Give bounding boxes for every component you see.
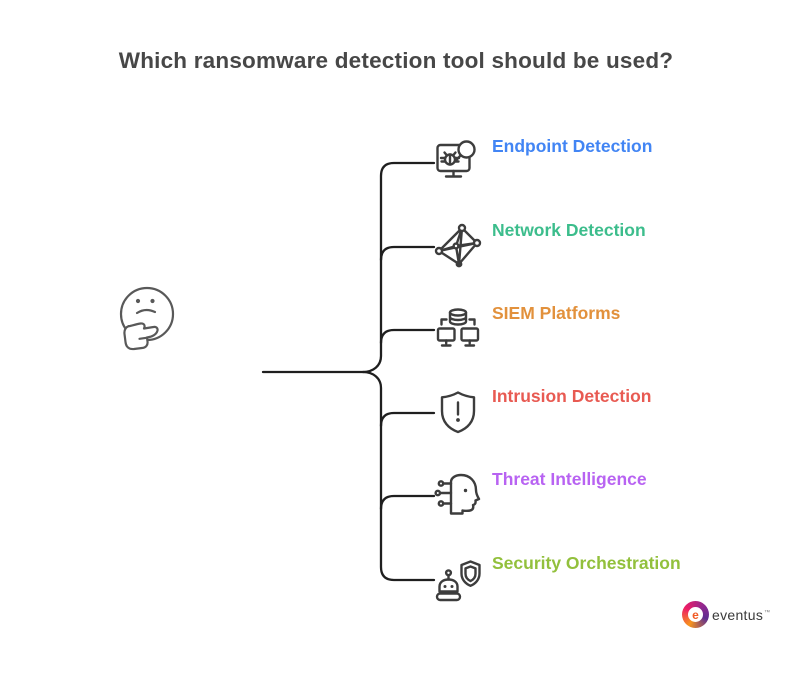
eventus-logo-mark: e: [682, 601, 709, 628]
eventus-logo-text: eventus™: [712, 606, 771, 623]
intrusion-detection-icon: [434, 388, 484, 438]
network-detection-icon: [434, 222, 484, 272]
row-label: Endpoint Detection: [492, 136, 653, 156]
list-item-intrusion-detection: Intrusion Detection: [434, 385, 774, 443]
threat-intelligence-icon: [434, 471, 484, 521]
siem-platforms-icon: [434, 305, 484, 355]
eventus-logo: e eventus™: [682, 601, 770, 628]
row-label: Security Orchestration: [492, 553, 681, 573]
list-item-threat-intelligence: Threat Intelligence: [434, 468, 774, 526]
thinking-face-icon: [119, 286, 175, 351]
trademark-symbol: ™: [764, 609, 771, 616]
list-item-siem-platforms: SIEM Platforms: [434, 302, 774, 360]
security-orchestration-icon: [434, 555, 484, 605]
row-label: SIEM Platforms: [492, 303, 621, 323]
list-item-security-orchestration: Security Orchestration: [434, 552, 774, 610]
list-item-endpoint-detection: Endpoint Detection: [434, 135, 774, 193]
list-item-network-detection: Network Detection: [434, 219, 774, 277]
eventus-logo-letter: e: [688, 607, 703, 622]
row-label: Intrusion Detection: [492, 386, 652, 406]
endpoint-detection-icon: [434, 138, 484, 188]
page-title: Which ransomware detection tool should b…: [118, 48, 674, 73]
row-label: Threat Intelligence: [492, 469, 647, 489]
row-label: Network Detection: [492, 220, 646, 240]
